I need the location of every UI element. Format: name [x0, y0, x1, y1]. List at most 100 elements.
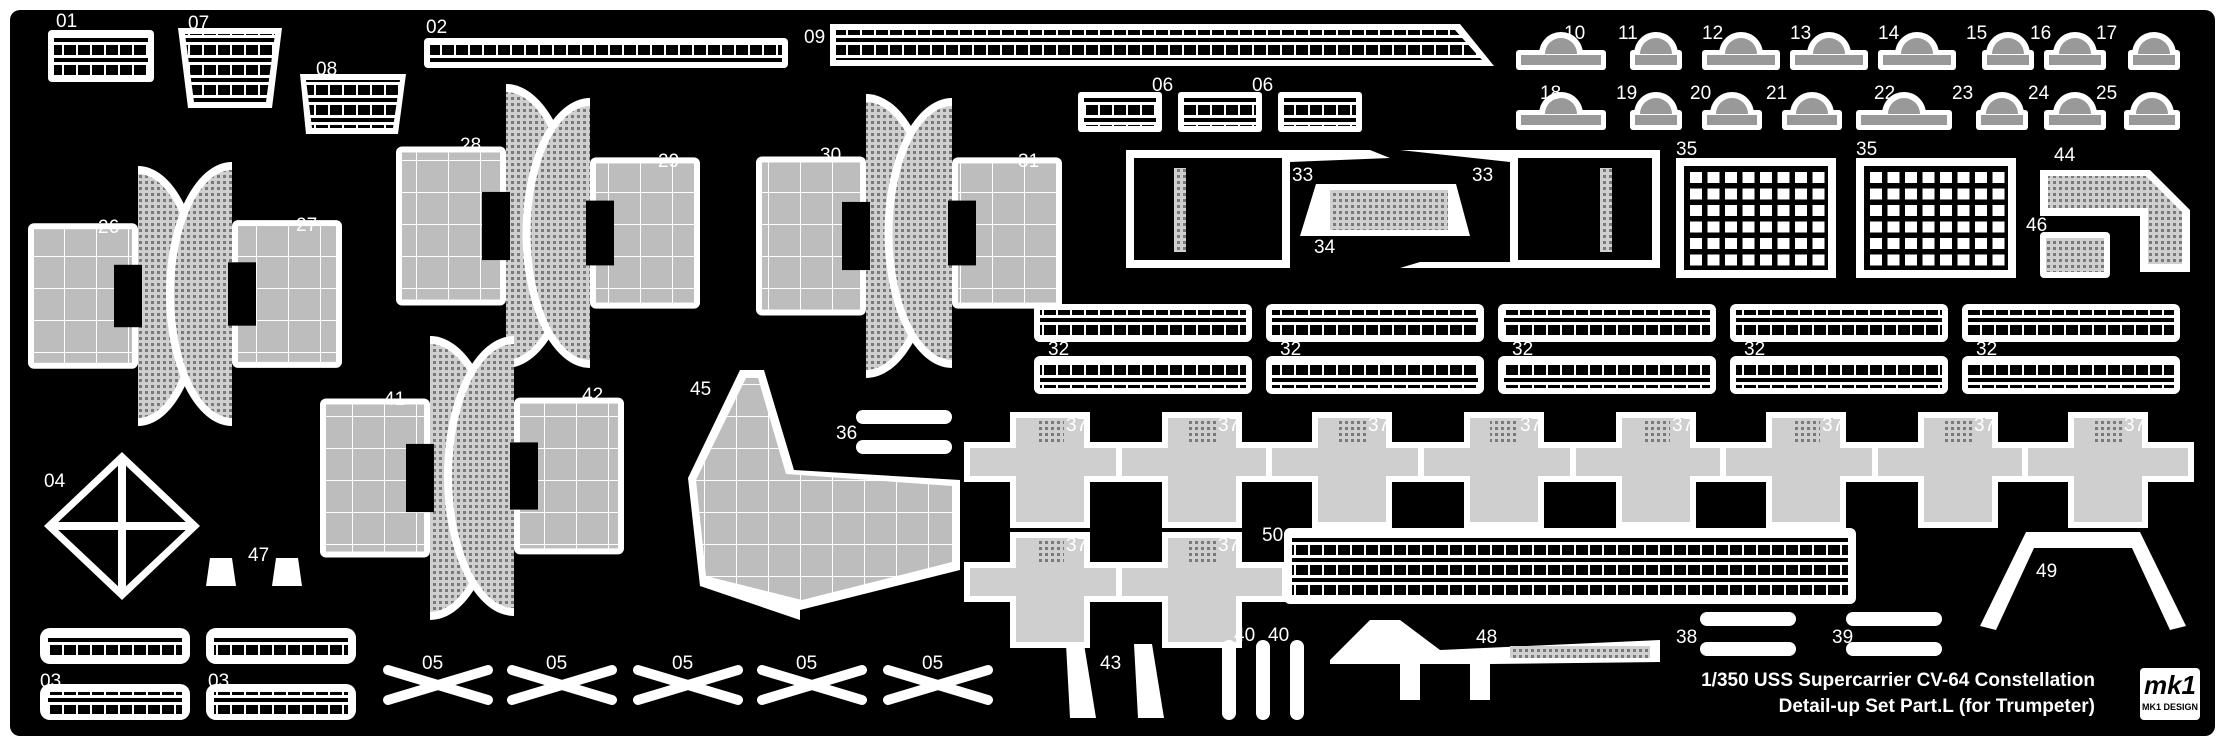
part-05-crosses [383, 665, 993, 705]
part-35 [1676, 158, 2016, 278]
dome-part [1790, 32, 1868, 70]
part-label-20: 20 [1690, 83, 1712, 104]
part-label-45: 45 [690, 379, 712, 400]
part-43-40 [1066, 640, 1304, 720]
part-48 [1330, 620, 1660, 700]
dome-part [1982, 32, 2034, 70]
part-label-33a: 33 [1292, 165, 1314, 186]
dome-part [1976, 92, 2028, 130]
x-part [633, 665, 743, 705]
part-04 [44, 452, 200, 600]
cross-part [1116, 412, 1288, 528]
part-label-37j: 37 [1218, 535, 1240, 556]
x-part [757, 665, 867, 705]
part-label-32e: 32 [1976, 339, 1998, 360]
part-label-38: 38 [1676, 627, 1698, 648]
part-08 [300, 74, 406, 134]
part-label-44: 44 [2054, 145, 2076, 166]
part-label-19: 19 [1616, 83, 1638, 104]
part-label-30: 30 [820, 145, 842, 166]
part-label-36: 36 [836, 423, 858, 444]
title-line-2: Detail-up Set Part.L (for Trumpeter) [1778, 695, 2095, 717]
elevator-part [166, 162, 342, 426]
part-label-39: 39 [1832, 627, 1854, 648]
elevator-part [522, 98, 700, 368]
dome-part [2124, 92, 2180, 130]
part-label-47: 47 [248, 545, 270, 566]
elevator-parts [28, 84, 1062, 620]
part-label-35b: 35 [1856, 139, 1878, 160]
part-label-32d: 32 [1744, 339, 1766, 360]
part-label-21: 21 [1766, 83, 1788, 104]
part-label-49: 49 [2036, 561, 2058, 582]
cross-part [1570, 412, 1742, 528]
dome-part [2044, 92, 2106, 130]
dome-part [1516, 32, 1606, 70]
dome-part [1630, 92, 1682, 130]
cross-part [1116, 532, 1288, 648]
dome-parts [1516, 32, 2180, 130]
part-label-37g: 37 [1974, 415, 1996, 436]
mk1-logo: mk1 MK1 DESIGN [2140, 668, 2200, 720]
small-bars [856, 410, 1942, 656]
part-label-31: 31 [1018, 151, 1040, 172]
part-45 [688, 370, 960, 620]
part-label-04: 04 [44, 471, 66, 492]
part-label-50: 50 [1262, 525, 1284, 546]
elevator-part [884, 98, 1062, 368]
part-label-05c: 05 [672, 653, 694, 674]
cross-part [2022, 412, 2194, 528]
part-label-32a: 32 [1048, 339, 1070, 360]
dome-part [2128, 32, 2180, 70]
part-label-07: 07 [188, 13, 210, 34]
part-label-23: 23 [1952, 83, 1974, 104]
part-label-28: 28 [460, 135, 482, 156]
part-label-05d: 05 [796, 653, 818, 674]
part-label-32c: 32 [1512, 339, 1534, 360]
part-label-37h: 37 [2124, 415, 2146, 436]
part-label-37a: 37 [1066, 415, 1088, 436]
part-label-22: 22 [1874, 83, 1896, 104]
dome-part [1702, 32, 1780, 70]
part-label-42: 42 [582, 385, 604, 406]
part-label-33b: 33 [1472, 165, 1494, 186]
part-label-43: 43 [1100, 653, 1122, 674]
part-label-08: 08 [316, 59, 338, 80]
part-label-18: 18 [1540, 83, 1562, 104]
part-label-03b: 03 [208, 671, 230, 692]
part-label-40a: 40 [1234, 625, 1256, 646]
part-label-34: 34 [1314, 237, 1336, 258]
dome-part [1702, 92, 1762, 130]
title-line-1: 1/350 USS Supercarrier CV-64 Constellati… [1701, 670, 2095, 691]
part-label-11: 11 [1618, 23, 1638, 44]
part-label-05a: 05 [422, 653, 444, 674]
part-label-25: 25 [2096, 83, 2118, 104]
part-label-03a: 03 [40, 671, 62, 692]
part-label-12: 12 [1702, 23, 1724, 44]
part-label-37c: 37 [1368, 415, 1390, 436]
cross-part [1418, 412, 1590, 528]
dome-part [1856, 92, 1952, 130]
part-label-29: 29 [658, 151, 680, 172]
dome-part [1782, 92, 1842, 130]
part-label-06b: 06 [1252, 75, 1274, 96]
cross-part [964, 412, 1136, 528]
part-label-02: 02 [426, 17, 448, 38]
part-label-01: 01 [56, 11, 78, 32]
part-label-41: 41 [384, 389, 406, 410]
part-label-37i: 37 [1066, 535, 1088, 556]
part-label-46: 46 [2026, 215, 2048, 236]
logo-text: MK1 DESIGN [2141, 702, 2198, 712]
part-44-46 [2040, 170, 2190, 278]
part-06-rails [1078, 92, 1362, 132]
part-47 [206, 558, 302, 586]
part-label-05b: 05 [546, 653, 568, 674]
part-09 [830, 24, 1494, 66]
part-label-14: 14 [1878, 23, 1900, 44]
part-label-37f: 37 [1822, 415, 1844, 436]
part-label-06a: 06 [1152, 75, 1174, 96]
cross-part [1872, 412, 2044, 528]
part-label-15: 15 [1966, 23, 1988, 44]
part-label-26: 26 [98, 217, 120, 238]
